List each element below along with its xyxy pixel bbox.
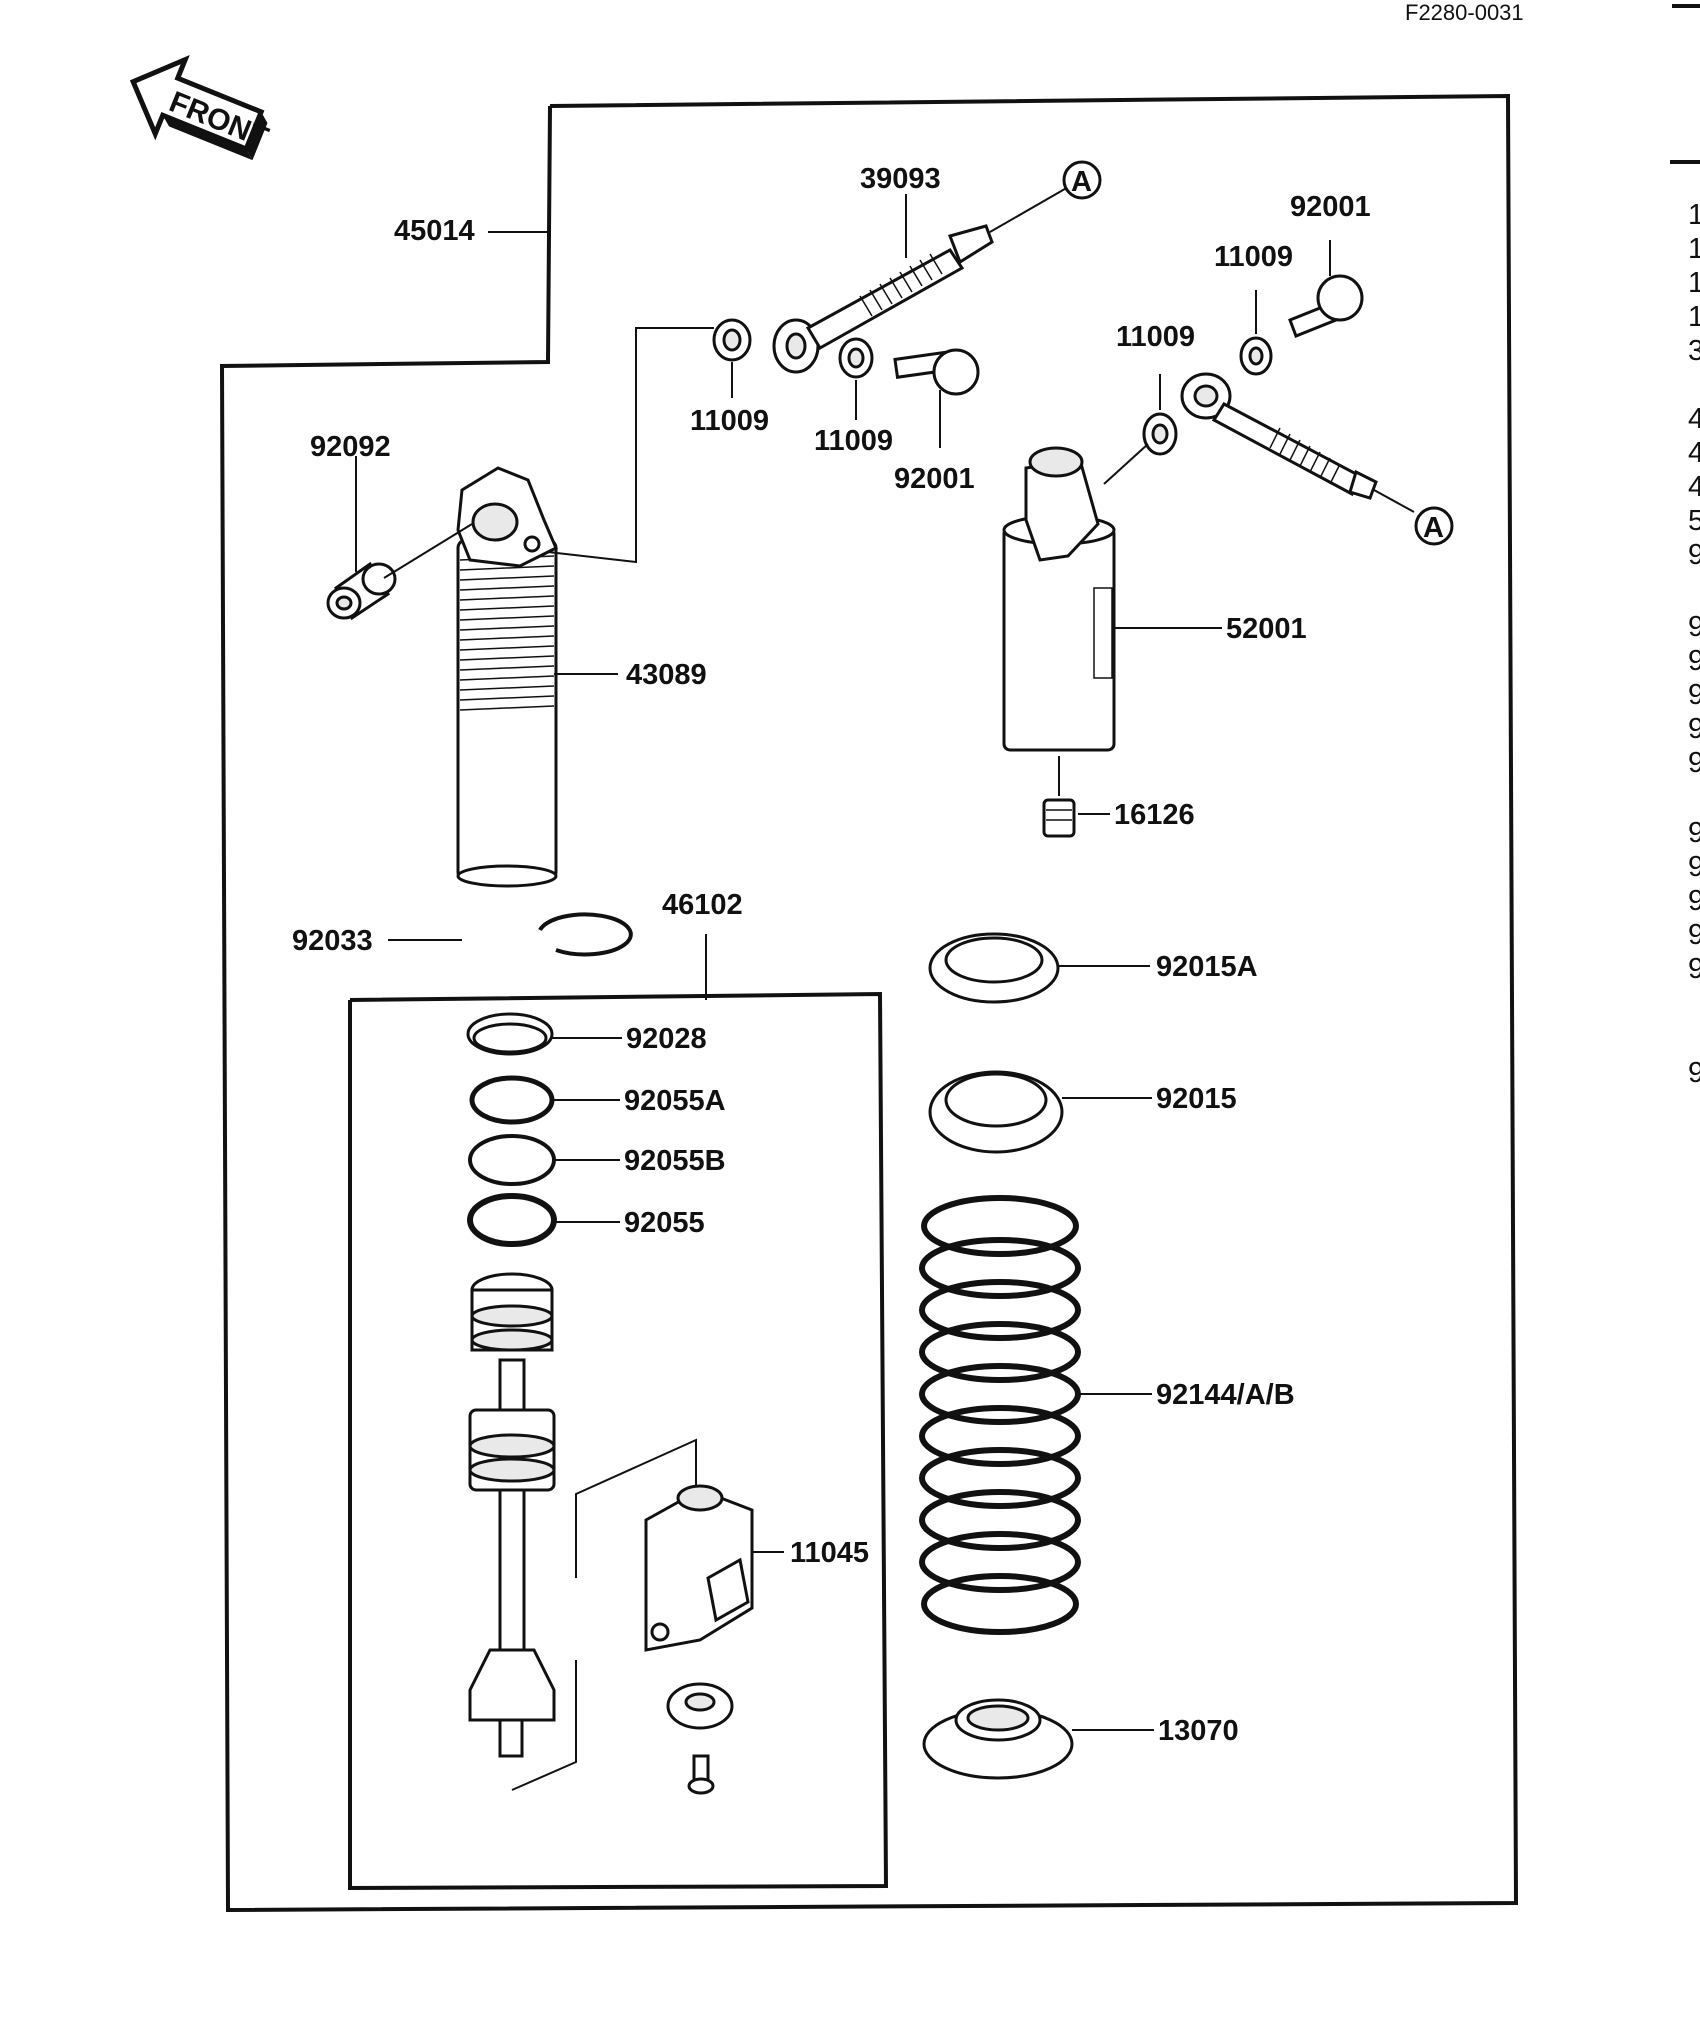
- label-45014: 45014: [394, 215, 475, 247]
- label-11009-l2: 11009: [814, 425, 893, 457]
- svg-text:9: 9: [1688, 1057, 1700, 1089]
- svg-text:1: 1: [1688, 199, 1700, 231]
- o-ring-92055A: [469, 1075, 555, 1125]
- washer-l2: [838, 337, 874, 379]
- label-13070: 13070: [1158, 1715, 1239, 1747]
- callout-a-right: A: [1414, 506, 1454, 546]
- svg-text:9: 9: [1688, 713, 1700, 745]
- label-11009-r1: 11009: [1116, 321, 1195, 353]
- label-11045: 11045: [790, 1537, 869, 1569]
- label-92001-top: 92001: [1290, 191, 1371, 223]
- label-92033: 92033: [292, 925, 373, 957]
- label-11009-l1: 11009: [690, 405, 769, 437]
- label-92055B: 92055B: [624, 1145, 726, 1177]
- svg-text:A: A: [1071, 166, 1092, 198]
- washer-r1: [1142, 412, 1178, 456]
- outer-frame: [219, 93, 1519, 1913]
- mounting-bolt-top: [772, 224, 994, 374]
- locknut-92015A: [928, 932, 1060, 1004]
- svg-text:1: 1: [1688, 233, 1700, 265]
- svg-text:9: 9: [1688, 817, 1700, 849]
- circlip: [538, 912, 633, 957]
- label-39093: 39093: [860, 163, 941, 195]
- svg-text:9: 9: [1688, 851, 1700, 883]
- svg-text:9: 9: [1688, 919, 1700, 951]
- eye-leader: [547, 327, 714, 564]
- svg-text:1: 1: [1688, 267, 1700, 299]
- bolt-threads-right: [1269, 427, 1341, 485]
- washer-l1: [712, 318, 752, 362]
- piston-rod-assembly: [468, 1272, 556, 1758]
- small-screw: [687, 1754, 715, 1795]
- washer-r2: [1239, 336, 1273, 376]
- svg-text:9: 9: [1688, 611, 1700, 643]
- adjuster-nut: [666, 1682, 734, 1730]
- svg-text:9: 9: [1688, 645, 1700, 677]
- label-92144AB: 92144/A/B: [1156, 1379, 1295, 1411]
- side-index-column: 1 1 1 1 3 4 4 4 5 9 9 9 9 9 9 9 9 9 9 9 …: [1688, 199, 1700, 1089]
- label-46102: 46102: [662, 889, 743, 921]
- shock-body: [456, 466, 558, 888]
- bolt-top-right: [1288, 274, 1364, 338]
- callout-a-top: A: [1062, 160, 1102, 200]
- svg-text:9: 9: [1688, 679, 1700, 711]
- label-92001-mid: 92001: [894, 463, 975, 495]
- clevis: [644, 1484, 754, 1652]
- svg-text:9: 9: [1688, 747, 1700, 779]
- svg-text:9: 9: [1688, 953, 1700, 985]
- svg-text:4: 4: [1688, 471, 1700, 503]
- label-52001: 52001: [1226, 613, 1307, 645]
- label-92055A: 92055A: [624, 1085, 726, 1117]
- rod-leader: [511, 1660, 577, 1791]
- label-92015: 92015: [1156, 1083, 1237, 1115]
- label-11009-r2: 11009: [1214, 241, 1293, 273]
- seal-kit-frame: [348, 991, 889, 1891]
- o-ring-92055B: [468, 1134, 556, 1186]
- label-92015A: 92015A: [1156, 951, 1258, 983]
- bushing: [326, 561, 397, 621]
- clevis-leader: [575, 1438, 697, 1578]
- figure-code: F2280-0031: [1405, 0, 1524, 25]
- label-43089: 43089: [626, 659, 707, 691]
- label-92092: 92092: [310, 431, 391, 463]
- label-16126: 16126: [1114, 799, 1195, 831]
- svg-text:5: 5: [1688, 505, 1700, 537]
- svg-text:9: 9: [1688, 539, 1700, 571]
- spring-seat: [922, 1698, 1074, 1780]
- bolt-mid: [893, 348, 980, 396]
- bush-92028: [466, 1012, 554, 1056]
- coil-spring: [919, 1195, 1081, 1635]
- o-ring-92055: [467, 1193, 557, 1247]
- reservoir: [1002, 446, 1116, 752]
- svg-text:A: A: [1423, 512, 1444, 544]
- svg-text:4: 4: [1688, 403, 1700, 435]
- bolt-threads-top: [859, 253, 943, 317]
- label-92055: 92055: [624, 1207, 705, 1239]
- mounting-bolt-right: [1180, 372, 1378, 500]
- svg-text:9: 9: [1688, 885, 1700, 917]
- label-92028: 92028: [626, 1023, 707, 1055]
- svg-text:4: 4: [1688, 437, 1700, 469]
- adjust-nut-92015: [928, 1070, 1064, 1154]
- valve: [1042, 798, 1076, 838]
- svg-text:1: 1: [1688, 301, 1700, 333]
- svg-text:3: 3: [1688, 335, 1700, 367]
- front-arrow-icon: FRONT: [129, 54, 273, 161]
